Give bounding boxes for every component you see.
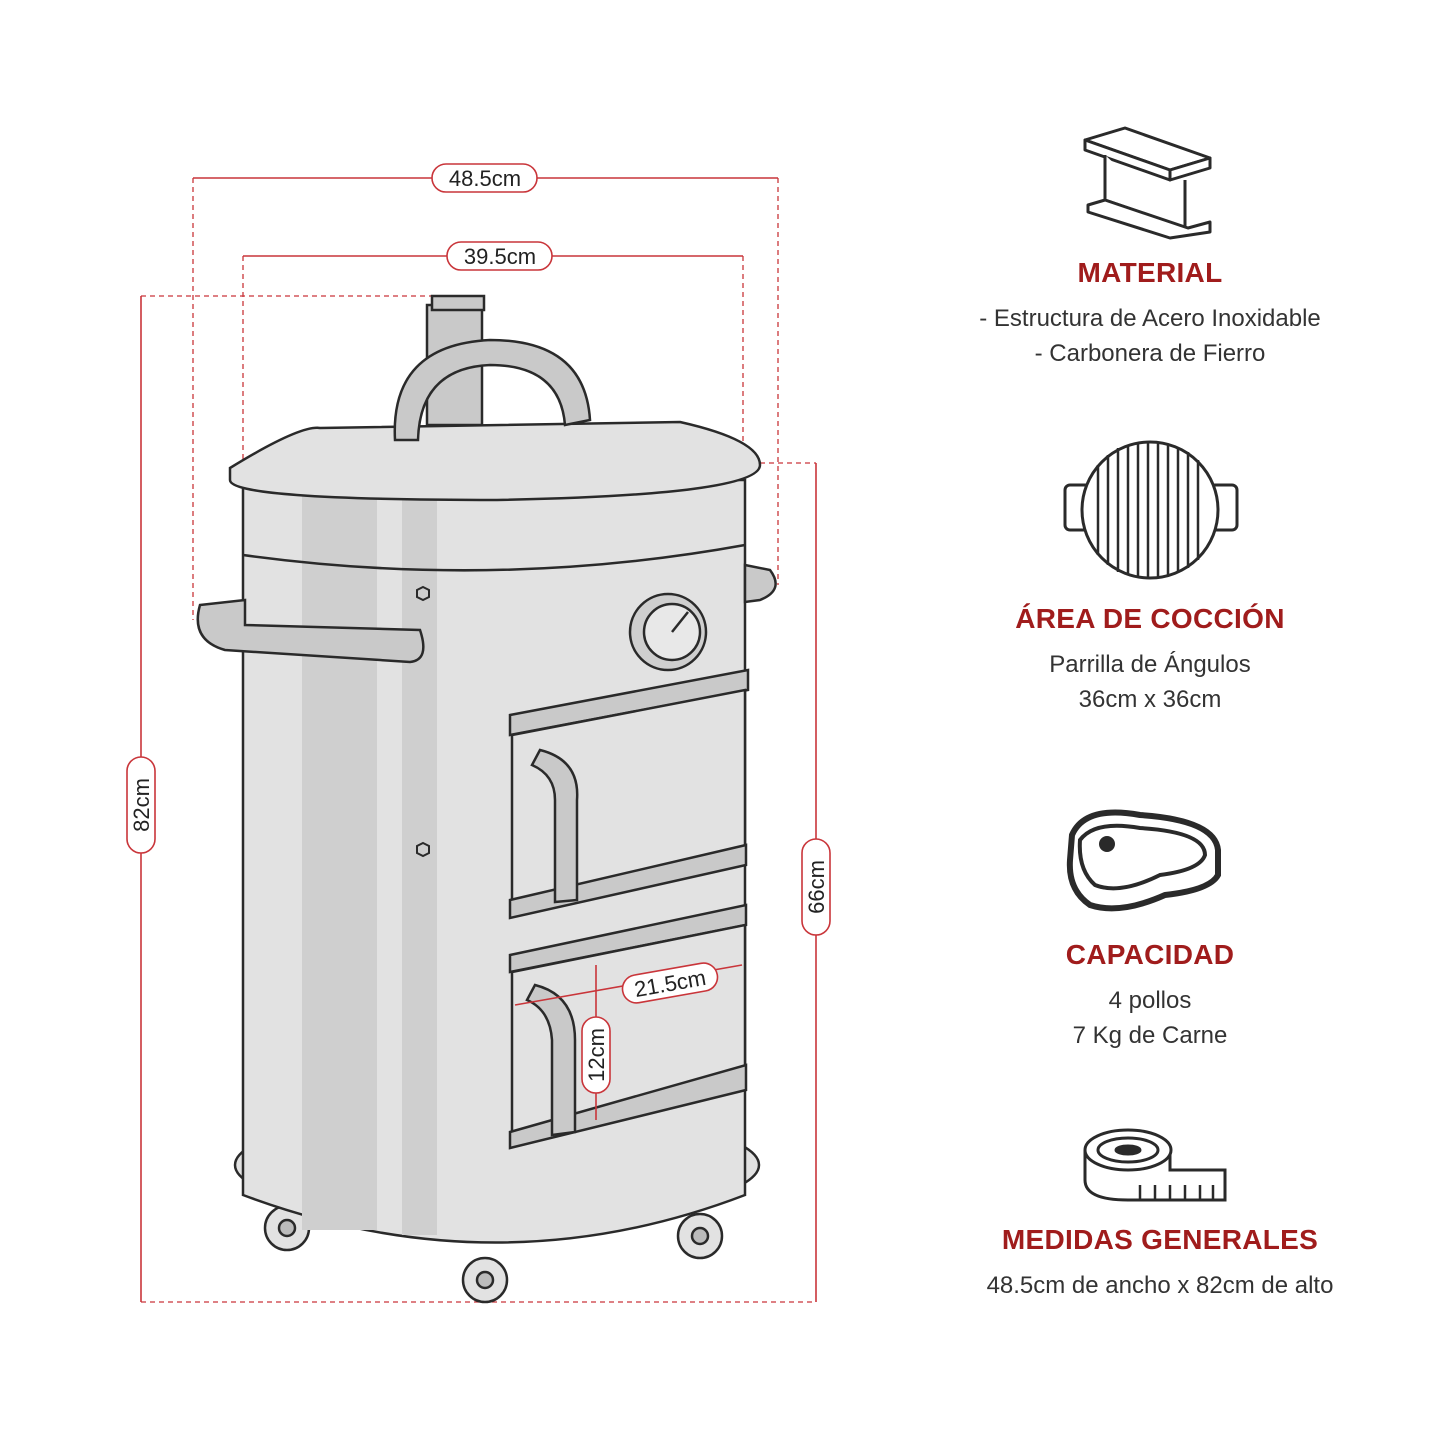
dim-body-height: 66cm xyxy=(801,838,831,936)
svg-text:82cm: 82cm xyxy=(129,778,154,832)
feature-line: - Estructura de Acero Inoxidable xyxy=(979,305,1321,332)
svg-text:12cm: 12cm xyxy=(584,1028,609,1082)
dim-total-height: 82cm xyxy=(126,756,156,854)
feature-line: 36cm x 36cm xyxy=(1078,686,1222,713)
dim-outer-width: 48.5cm xyxy=(431,163,538,193)
feature-title: ÁREA DE COCCIÓN xyxy=(1015,603,1285,634)
feature-cooking-area: ÁREA DE COCCIÓN Parrilla de Ángulos 36cm… xyxy=(940,603,1360,717)
feature-line: - Carbonera de Fierro xyxy=(1034,340,1266,367)
dimension-guides xyxy=(141,178,816,1303)
steel-beam-icon xyxy=(1083,126,1212,240)
feature-title: MEDIDAS GENERALES xyxy=(1001,1224,1319,1255)
feature-title: MATERIAL xyxy=(1077,257,1223,288)
svg-text:66cm: 66cm xyxy=(804,860,829,914)
feature-material: MATERIAL - Estructura de Acero Inoxidabl… xyxy=(940,257,1360,371)
svg-text:39.5cm: 39.5cm xyxy=(464,244,536,269)
feature-line: 4 pollos xyxy=(1108,987,1192,1014)
dim-door-height: 12cm xyxy=(581,1016,611,1094)
measuring-tape-icon xyxy=(1083,1128,1227,1202)
feature-line: 48.5cm de ancho x 82cm de alto xyxy=(986,1272,1334,1299)
feature-capacity: CAPACIDAD 4 pollos 7 Kg de Carne xyxy=(940,939,1360,1053)
upper-door xyxy=(508,668,750,920)
feature-line: Parrilla de Ángulos xyxy=(1049,651,1251,678)
feature-title: CAPACIDAD xyxy=(1065,939,1235,970)
grill-grate-icon xyxy=(1063,440,1239,580)
smoker xyxy=(196,294,777,1304)
dim-inner-width: 39.5cm xyxy=(446,241,553,271)
steak-icon xyxy=(1066,809,1221,912)
feature-general-measures: MEDIDAS GENERALES 48.5cm de ancho x 82cm… xyxy=(950,1224,1370,1303)
feature-line: 7 Kg de Carne xyxy=(1072,1022,1228,1049)
svg-text:48.5cm: 48.5cm xyxy=(449,166,521,191)
